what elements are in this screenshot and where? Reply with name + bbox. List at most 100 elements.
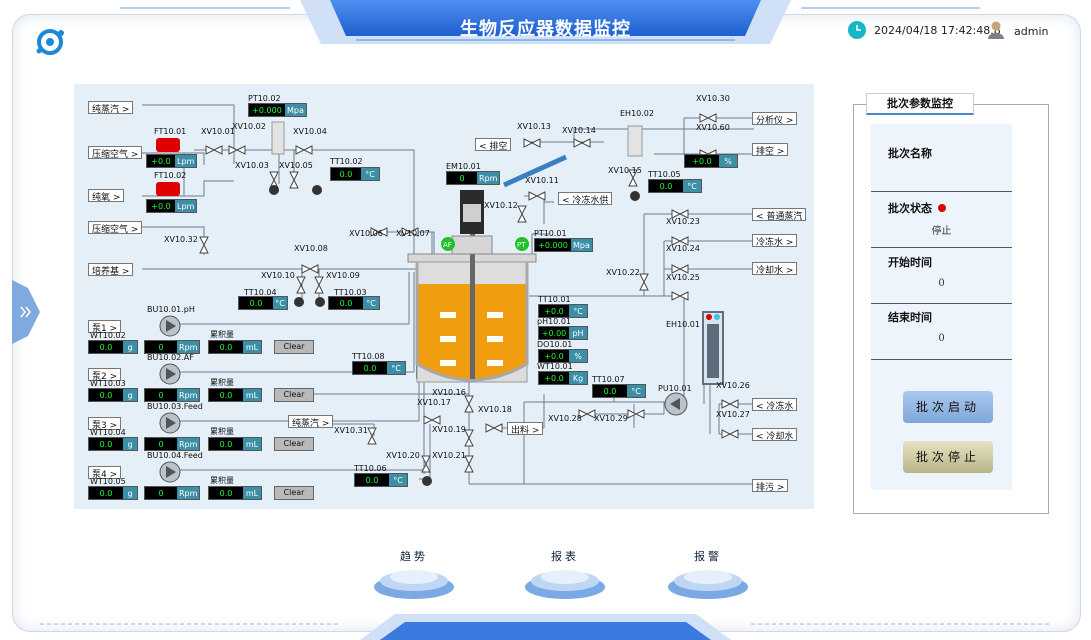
xv1012-tag[interactable]: XV10.12: [484, 201, 518, 210]
pt-indicator-label: PT: [517, 241, 526, 249]
clear-button-2[interactable]: Clear: [274, 388, 314, 402]
xv1004-tag[interactable]: XV10.04: [293, 127, 327, 136]
tt1008-tag: TT10.08: [352, 352, 385, 361]
tt1001-display: +0.0°C: [538, 304, 588, 318]
xv1007-tag[interactable]: XV10.07: [396, 229, 430, 238]
xv1025-tag[interactable]: XV10.25: [666, 273, 700, 282]
pump1-button[interactable]: 泵1 >: [88, 320, 122, 334]
xv1010-tag[interactable]: XV10.10: [261, 271, 295, 280]
chill-water-in-label[interactable]: 冷冻水 >: [752, 234, 798, 248]
acc4-tag: 累积量: [210, 476, 234, 485]
exhaust-outlet-label[interactable]: < 排空: [475, 138, 512, 152]
user-name[interactable]: admin: [1014, 25, 1049, 38]
tt1002-display: 0.0°C: [330, 167, 380, 181]
clear-button-4[interactable]: Clear: [274, 486, 314, 500]
acc3-tag: 累积量: [210, 427, 234, 436]
xv1008-tag[interactable]: XV10.08: [294, 244, 328, 253]
xv1017-tag[interactable]: XV10.17: [417, 398, 451, 407]
bu1002-tag: BU10.02.AF: [147, 353, 194, 362]
nav-trend-button[interactable]: 趋势: [372, 545, 456, 605]
do1001-tag: DO10.01: [537, 340, 573, 349]
pump2-button[interactable]: 泵2 >: [88, 368, 122, 382]
nav-alarm-button[interactable]: 报警: [666, 545, 750, 605]
medium-inlet-label[interactable]: 培养基 >: [88, 263, 134, 277]
xv1028-tag[interactable]: XV10.28: [548, 414, 582, 423]
xv1029-tag[interactable]: XV10.29: [594, 414, 628, 423]
pure-oxygen-inlet-label[interactable]: 纯氧 >: [88, 189, 125, 203]
xv1024-tag[interactable]: XV10.24: [666, 244, 700, 253]
batch-stop-button[interactable]: 批次停止: [903, 441, 993, 473]
acc2-tag: 累积量: [210, 378, 234, 387]
page-title: 生物反应器数据监控: [460, 19, 631, 40]
pu1001-tag: PU10.01: [658, 384, 692, 393]
side-expand-tab[interactable]: [12, 280, 40, 344]
compressed-air-2-inlet-label[interactable]: 压缩空气 >: [88, 221, 143, 235]
chevron-right-icon: [20, 306, 31, 318]
xv1031-tag[interactable]: XV10.31: [334, 426, 368, 435]
xv1001-tag[interactable]: XV10.01: [201, 127, 235, 136]
compressed-air-inlet-label[interactable]: 压缩空气 >: [88, 146, 143, 160]
xv1005-tag[interactable]: XV10.05: [279, 161, 313, 170]
analyzer-outlet-label[interactable]: 分析仪 >: [752, 112, 798, 126]
pure-steam-inlet-label[interactable]: 纯蒸汽 >: [88, 101, 134, 115]
cool-water-in-label[interactable]: 冷却水 >: [752, 262, 798, 276]
eh1002-tag: EH10.02: [620, 109, 654, 118]
ph1001-tag: pH10.01: [537, 317, 571, 326]
xv1016-tag[interactable]: XV10.16: [432, 388, 466, 397]
chill-supply-label[interactable]: < 冷冻水供: [558, 192, 613, 206]
nav-trend-label: 趋势: [400, 550, 428, 563]
xv1027-tag[interactable]: XV10.27: [716, 410, 750, 419]
bu1001-tag: BU10.01.pH: [147, 305, 195, 314]
nav-report-button[interactable]: 报表: [523, 545, 607, 605]
platform-icon: [374, 570, 454, 599]
xv1014-tag[interactable]: XV10.14: [562, 126, 596, 135]
xv1019-tag[interactable]: XV10.19: [432, 425, 466, 434]
user-avatar-icon[interactable]: [986, 19, 1006, 39]
vent-outlet-label[interactable]: 排空 >: [752, 143, 789, 157]
batch-panel-body: [871, 124, 1012, 490]
wt1001-tag: WT10.01: [537, 362, 573, 371]
wt1003-tag: WT10.03: [90, 379, 126, 388]
tt1006-tag: TT10.06: [354, 464, 387, 473]
reactor-vessel: [407, 190, 537, 383]
em1001-tag: EM10.01: [446, 162, 481, 171]
batch-panel-title: 批次参数监控: [866, 93, 974, 115]
discharge-outlet-label[interactable]: 出料 >: [507, 422, 544, 436]
start-time-label: 开始时间: [888, 256, 932, 269]
xv1060-tag[interactable]: XV10.60: [696, 123, 730, 132]
xv1030-tag[interactable]: XV10.30: [696, 94, 730, 103]
drain-outlet-label[interactable]: 排污 >: [752, 479, 789, 493]
xv1011-tag[interactable]: XV10.11: [525, 176, 559, 185]
xv1002-tag[interactable]: XV10.02: [232, 122, 266, 131]
divider: [871, 191, 1012, 192]
xv1026-tag[interactable]: XV10.26: [716, 381, 750, 390]
normal-steam-label[interactable]: < 普通蒸汽: [752, 208, 807, 222]
xv1021-tag[interactable]: XV10.21: [432, 451, 466, 460]
xv1020-tag[interactable]: XV10.20: [386, 451, 420, 460]
clear-button-1[interactable]: Clear: [274, 340, 314, 354]
pump4-button[interactable]: 泵4 >: [88, 466, 122, 480]
datetime-display: 2024/04/18 17:42:48.8: [874, 24, 1001, 37]
chill-water-out-label[interactable]: < 冷冻水: [752, 398, 798, 412]
cool-water-out-label[interactable]: < 冷却水: [752, 428, 798, 442]
xv1032-tag[interactable]: XV10.32: [164, 235, 198, 244]
xv1006-tag[interactable]: XV10.06: [349, 229, 383, 238]
tt1001-tag: TT10.01: [538, 295, 571, 304]
batch-start-button[interactable]: 批次启动: [903, 391, 993, 423]
xv1013-tag[interactable]: XV10.13: [517, 122, 551, 131]
pump3-button[interactable]: 泵3 >: [88, 417, 122, 431]
xv1018-tag[interactable]: XV10.18: [478, 405, 512, 414]
xv1009-tag[interactable]: XV10.09: [326, 271, 360, 280]
xv1015-tag[interactable]: XV10.15: [608, 166, 642, 175]
xv1023-tag[interactable]: XV10.23: [666, 217, 700, 226]
clear-button-3[interactable]: Clear: [274, 437, 314, 451]
xv1003-tag[interactable]: XV10.03: [235, 161, 269, 170]
xv1022-tag[interactable]: XV10.22: [606, 268, 640, 277]
pure-steam-2-inlet-label[interactable]: 纯蒸汽 >: [288, 415, 334, 429]
